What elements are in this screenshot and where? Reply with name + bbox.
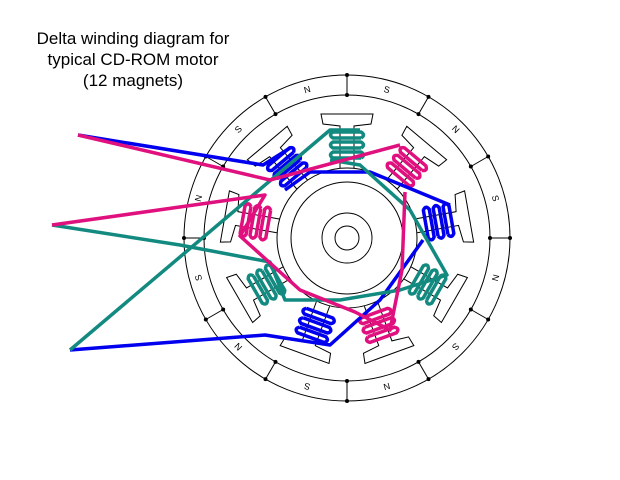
wire-phase-a — [77, 133, 291, 167]
diagram-title: Delta winding diagram for typical CD-ROM… — [8, 28, 258, 91]
boundary-dot — [508, 236, 512, 240]
coil-winding — [328, 130, 366, 160]
magnet-boundary — [205, 156, 224, 167]
tooth-outline — [320, 113, 374, 168]
magnet-boundary — [470, 309, 489, 320]
stator-tooth — [225, 263, 291, 324]
title-line-1: Delta winding diagram for — [36, 29, 230, 48]
boundary-dot — [488, 236, 492, 240]
title-line-3: (12 magnets) — [82, 71, 184, 90]
magnet-label: N — [233, 341, 245, 353]
magnet-label: S — [490, 194, 501, 202]
tooth-outline — [403, 266, 469, 324]
magnet-boundary — [205, 309, 224, 320]
stator-tooth — [358, 301, 415, 365]
magnet-label: N — [450, 124, 462, 136]
magnet-label: S — [233, 124, 244, 135]
title-line-2: typical CD-ROM motor — [47, 50, 219, 69]
boundary-dot — [221, 307, 226, 312]
coil-winding — [246, 263, 287, 306]
coil-winding — [385, 145, 429, 188]
stator-tooth — [414, 190, 475, 243]
magnet-label: N — [490, 273, 501, 282]
shaft-bearing — [321, 212, 373, 264]
boundary-dot — [426, 94, 431, 99]
boundary-dot — [182, 236, 186, 240]
wire-phase-b — [51, 191, 407, 332]
boundary-dot — [486, 317, 491, 322]
magnet-label: S — [193, 274, 204, 282]
boundary-dot — [203, 317, 208, 322]
magnet-label: S — [383, 84, 391, 95]
wire-phase-c — [68, 128, 360, 352]
boundary-dot — [273, 112, 278, 117]
boundary-dot — [345, 93, 349, 97]
magnet-boundary — [418, 361, 429, 380]
rotor-hub-ring — [290, 181, 404, 295]
magnet-label: N — [193, 194, 204, 203]
rotor-outer-ring — [183, 74, 511, 402]
tooth-outline — [225, 266, 291, 324]
tooth-outline — [414, 190, 475, 243]
boundary-dot — [416, 112, 421, 117]
boundary-dot — [263, 94, 268, 99]
shaft — [334, 225, 360, 251]
boundary-dot — [345, 73, 349, 77]
tooth-outline — [386, 125, 448, 190]
magnet-boundary — [418, 96, 429, 115]
boundary-dot — [416, 359, 421, 364]
magnet-label: S — [450, 341, 461, 352]
stator-tooth — [385, 125, 448, 190]
magnet-boundary — [265, 361, 276, 380]
tooth-outline — [362, 301, 415, 365]
magnet-boundary — [265, 96, 276, 115]
magnet-label: S — [303, 381, 311, 392]
tooth-outline — [246, 125, 308, 190]
wire-phase-b — [77, 133, 401, 182]
wire-phase-c — [51, 158, 449, 302]
boundary-dot — [345, 399, 349, 403]
magnet-label: N — [303, 84, 312, 95]
wire-phase-a — [69, 238, 425, 352]
magnet-label: N — [382, 381, 391, 392]
coil-winding — [294, 306, 336, 345]
coil-winding — [421, 202, 456, 242]
boundary-dot — [468, 307, 473, 312]
boundary-dot — [426, 377, 431, 382]
wire-phase-a — [283, 170, 451, 207]
boundary-dot — [345, 379, 349, 383]
magnet-boundary — [470, 156, 489, 167]
boundary-dot — [263, 377, 268, 382]
boundary-dot — [486, 154, 491, 159]
boundary-dot — [468, 164, 473, 169]
boundary-dot — [273, 359, 278, 364]
